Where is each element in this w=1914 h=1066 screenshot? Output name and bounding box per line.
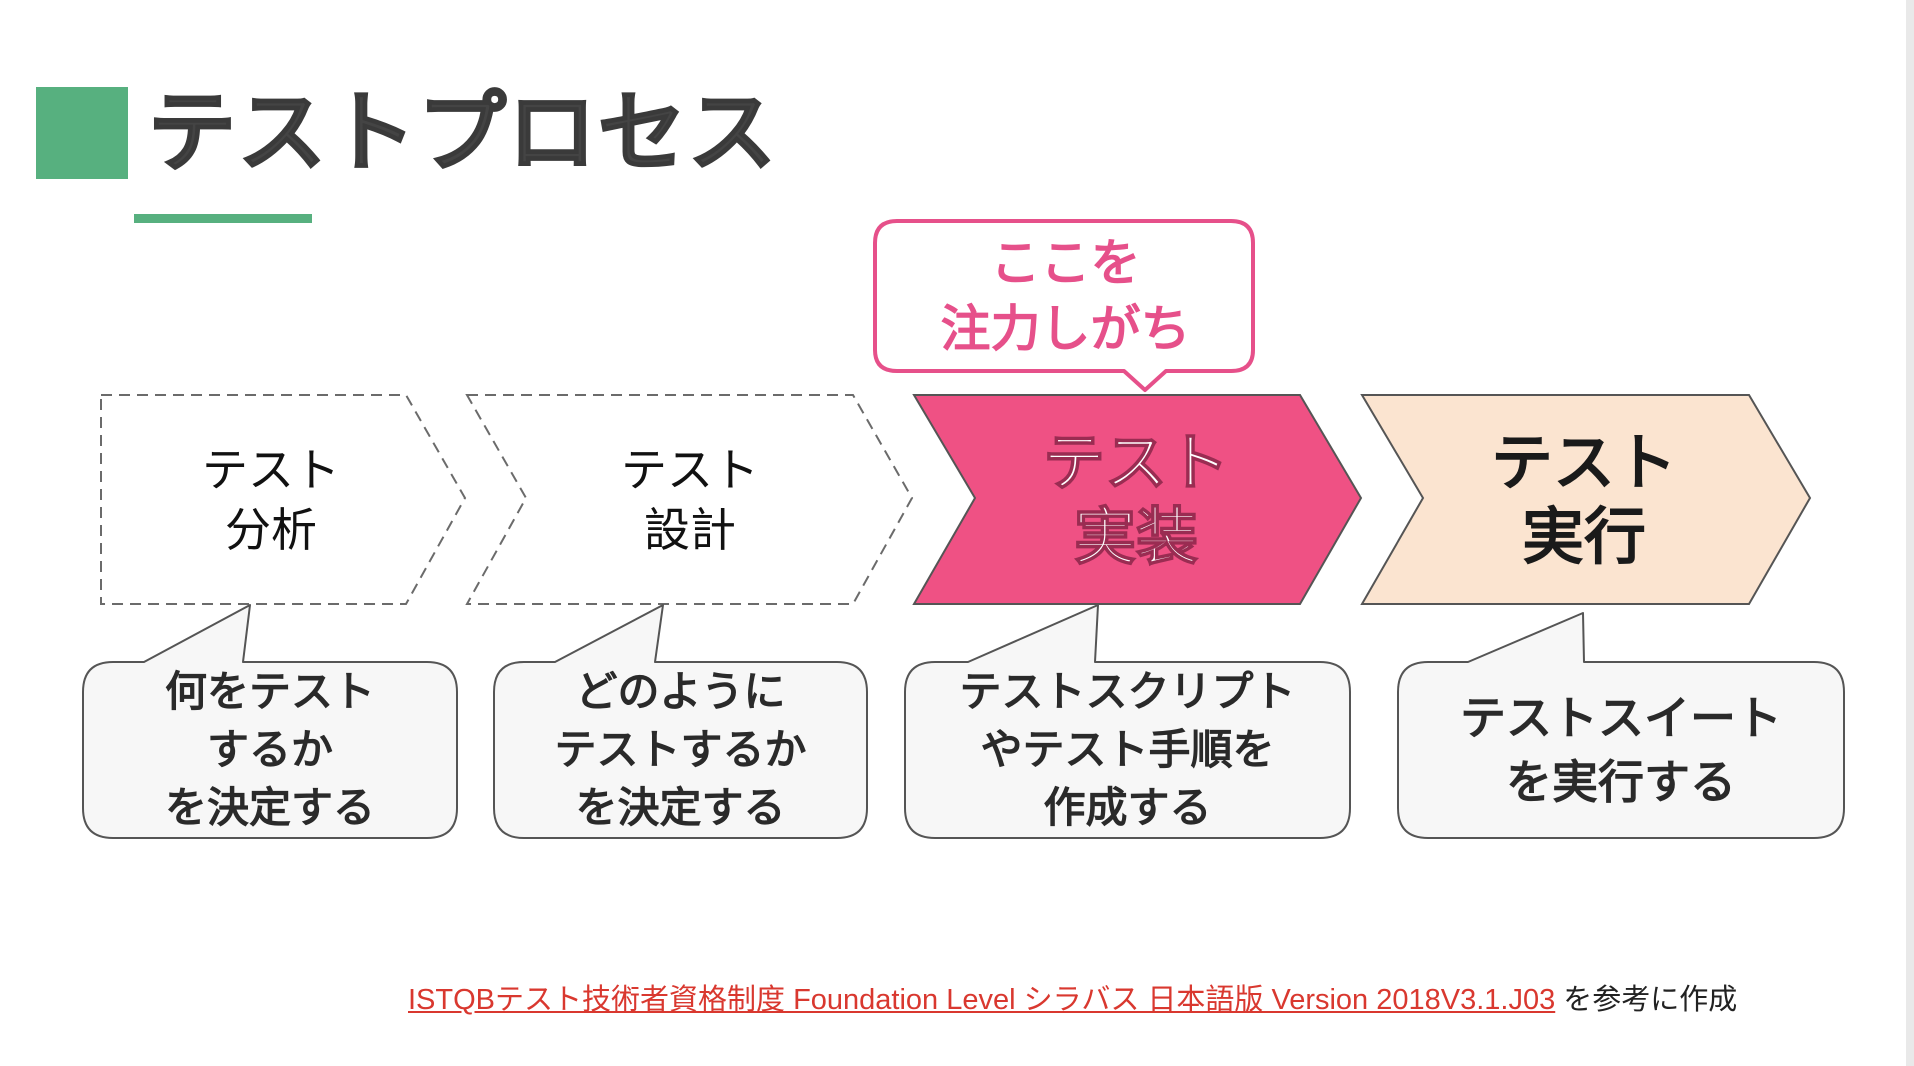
- step-desc-line1: テストスクリプト: [959, 667, 1296, 716]
- step-arrow-design: [465, 394, 914, 605]
- step-label-line1: テスト: [1490, 426, 1677, 499]
- step-desc-execution: テストスイート を実行する: [1398, 664, 1844, 836]
- step-arrow-analysis: [100, 394, 467, 605]
- step-desc-analysis: 何をテスト するか を決定する: [83, 664, 457, 836]
- step-desc-implementation: テストスクリプト やテスト手順を 作成する: [905, 664, 1350, 836]
- focus-callout-line2: 注力しがち: [940, 300, 1191, 358]
- step-label-execution: テスト 実行: [1414, 400, 1754, 600]
- step-label-implementation: テスト 実装: [966, 400, 1306, 600]
- step-desc-line3: を決定する: [164, 783, 375, 832]
- title-underline: [134, 214, 312, 223]
- step-label-line1: テスト: [202, 443, 340, 497]
- step-label-line2: 設計: [644, 503, 736, 557]
- step-desc-line1: どのように: [575, 667, 786, 716]
- focus-callout-bubble: [873, 219, 1255, 392]
- focus-callout-line1: ここを: [990, 234, 1141, 292]
- step-desc-design: どのように テストするか を決定する: [494, 664, 867, 836]
- step-label-analysis: テスト 分析: [101, 400, 441, 600]
- footer-reference: ISTQBテスト技術者資格制度 Foundation Level シラバス 日本…: [408, 976, 1737, 1018]
- step-desc-line3: を決定する: [575, 783, 786, 832]
- desc-callout-bubble-4: [1397, 612, 1845, 839]
- desc-callout-bubble-2: [493, 604, 868, 839]
- step-label-line2: 実行: [1521, 500, 1646, 573]
- page-title: テストプロセス: [147, 80, 779, 185]
- step-desc-line2: やテスト手順を: [980, 725, 1275, 774]
- step-desc-line2: テストするか: [554, 725, 807, 774]
- step-label-line1: テスト: [621, 443, 759, 497]
- step-desc-line3: 作成する: [1043, 783, 1212, 832]
- step-label-design: テスト 設計: [520, 400, 860, 600]
- step-desc-line2: を実行する: [1506, 755, 1736, 809]
- desc-callout-bubble-3: [904, 604, 1351, 839]
- focus-callout-text: ここを 注力しがち: [878, 226, 1253, 366]
- title-accent-square: [36, 87, 128, 179]
- step-desc-line1: 何をテスト: [164, 667, 375, 716]
- step-desc-line2: するか: [206, 725, 333, 774]
- step-label-line2: 実装: [1073, 499, 1199, 574]
- step-desc-line1: テストスイート: [1460, 691, 1782, 745]
- step-label-line2: 分析: [225, 503, 317, 557]
- reference-link[interactable]: ISTQBテスト技術者資格制度 Foundation Level シラバス 日本…: [408, 984, 1556, 1016]
- step-arrow-implementation: [912, 394, 1363, 605]
- reference-suffix: を参考に作成: [1563, 984, 1738, 1016]
- desc-callout-bubble-1: [82, 604, 458, 839]
- step-arrow-execution: [1360, 394, 1812, 605]
- step-label-line1: テスト: [1042, 425, 1230, 500]
